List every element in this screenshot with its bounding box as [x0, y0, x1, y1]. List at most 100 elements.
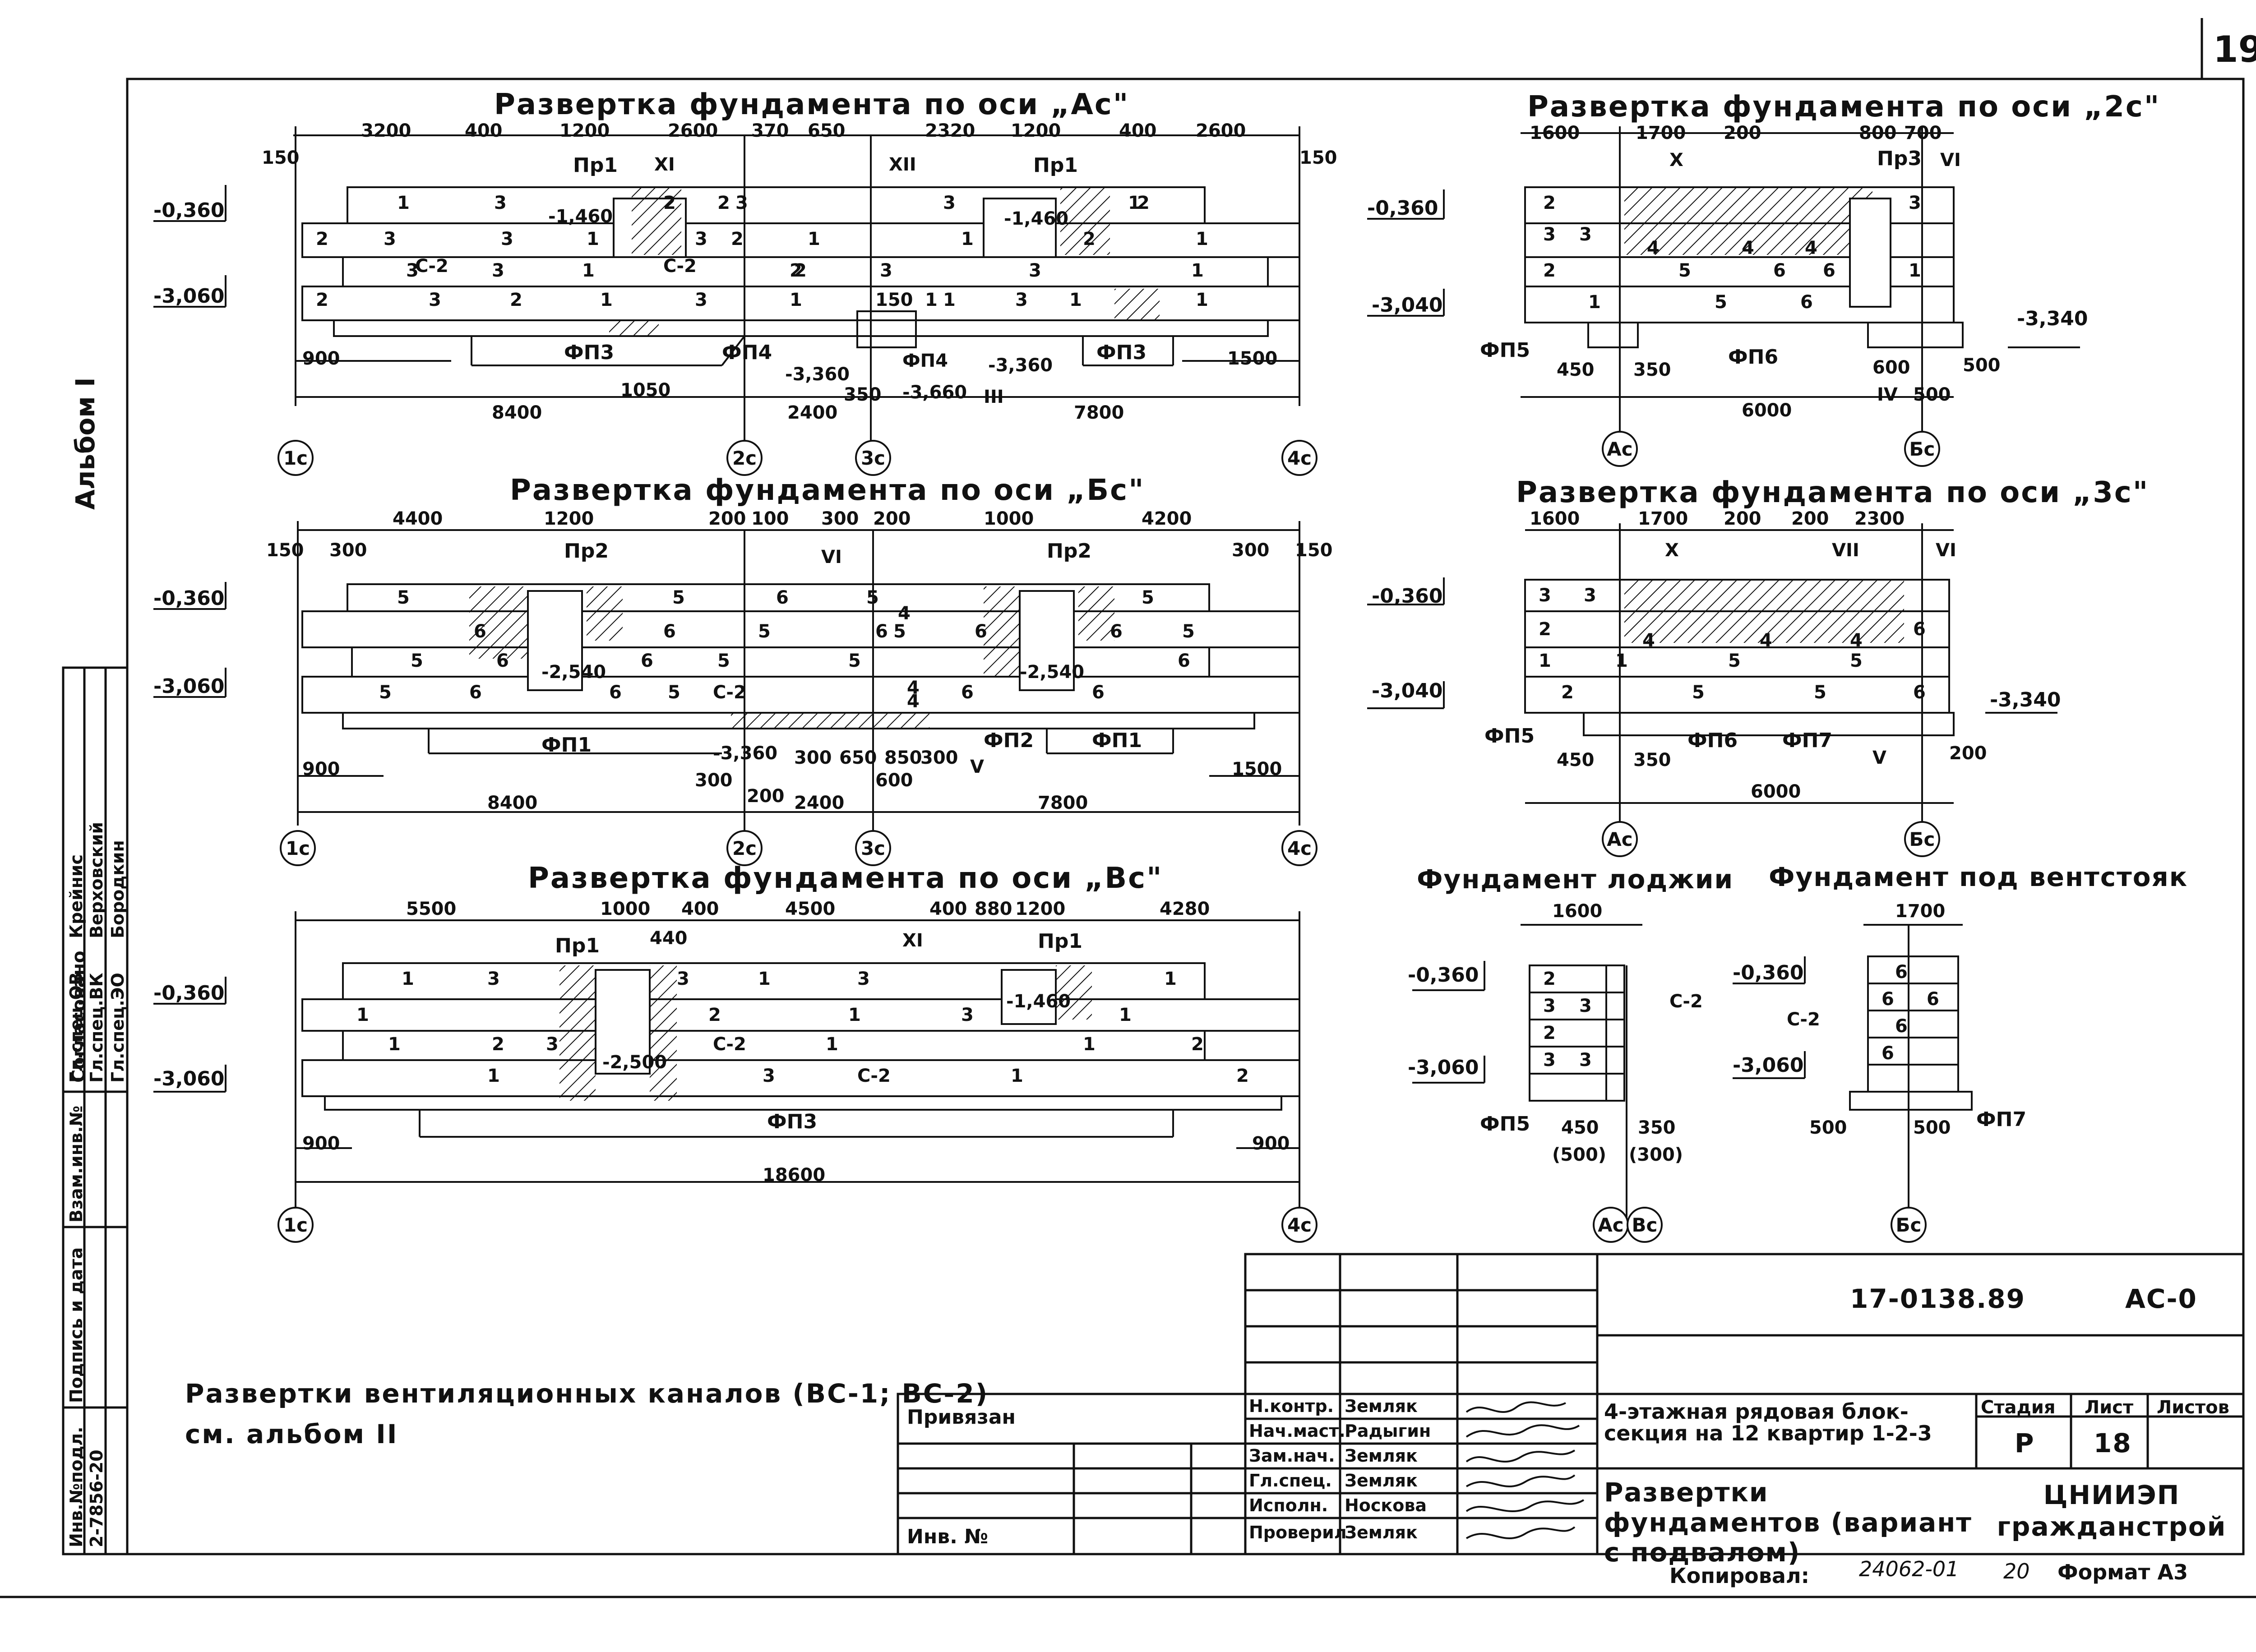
2c-block: 3: [1543, 224, 1556, 245]
ac-block: 3: [494, 193, 507, 213]
loggia-dim: 1600: [1552, 901, 1603, 922]
ac-block: 1: [1128, 193, 1141, 213]
2c-dim: 1600: [1530, 123, 1580, 143]
bc-block: 5: [717, 651, 730, 671]
vc-marker-xi: XI: [902, 930, 923, 951]
ac-bottom-dim-350: 350: [844, 384, 882, 405]
vc-block: 3: [546, 1034, 559, 1055]
bc-block: 5: [866, 587, 879, 608]
vc-block: 1: [848, 1005, 861, 1025]
3c-level: -0,360: [1372, 585, 1443, 608]
3c-block: 3: [1539, 585, 1551, 606]
ac-dim-370: 370: [751, 120, 789, 141]
vc-block: 1: [1164, 969, 1177, 989]
vc-block-c2: С-2: [857, 1066, 891, 1086]
3c-dim: 1700: [1638, 508, 1688, 529]
strip-inv-value: 2-7856-20: [87, 1449, 106, 1547]
organization: ЦНИИЭП гражданстрой: [1997, 1480, 2227, 1542]
vc-block: 2: [492, 1034, 504, 1055]
2c-level: -3,340: [2017, 307, 2088, 330]
loggia-block: 3: [1579, 996, 1592, 1016]
ac-block: 2: [794, 260, 807, 281]
loggia-level: -3,060: [1408, 1056, 1479, 1079]
tied-label: Привязан: [907, 1406, 1016, 1429]
vc-block: 3: [677, 969, 689, 989]
2c-block: 1: [1909, 260, 1921, 281]
2c-block: 4: [1805, 238, 1817, 258]
bc-dim: 200: [708, 508, 746, 529]
3c-footing: ФП7: [1782, 729, 1833, 752]
order-number: 24062-01: [1859, 1557, 1959, 1581]
3c-marker: V: [1872, 748, 1886, 768]
bc-edge-dim: 150: [1295, 540, 1333, 561]
ac-block: 3: [406, 260, 419, 281]
bc-axis-1c: 1с: [280, 830, 316, 866]
role-label: Исполн.: [1249, 1495, 1328, 1515]
vc-footing: ФП3: [767, 1110, 818, 1133]
3c-axis-bc: Бс: [1904, 821, 1940, 857]
bc-axis-3c: 3с: [855, 830, 891, 866]
ac-level-bottom: -3,060: [153, 285, 225, 308]
bc-block: 6: [975, 621, 987, 642]
bc-bottom-dim: 1500: [1232, 759, 1282, 780]
vc-block: 3: [487, 969, 500, 989]
2c-opening: Пр3: [1877, 147, 1922, 170]
section-vc-title: Развертка фундамента по оси „Вс": [528, 862, 1163, 895]
ac-block: 1: [1069, 290, 1082, 310]
bc-bottom-dim: 300: [920, 748, 958, 768]
bc-marker-v: V: [970, 757, 984, 777]
2c-block: 5: [1715, 292, 1727, 313]
ac-block: 3: [943, 193, 956, 213]
vc-block: 2: [1236, 1066, 1249, 1086]
ac-footing-fp3b: ФП3: [1096, 341, 1147, 364]
bc-footing: ФП1: [1092, 729, 1142, 752]
strip-header-sign: Подпись и дата: [66, 1247, 86, 1403]
bc-bottom-dim: 300: [695, 770, 733, 791]
loggia-bottom-dim: 450: [1561, 1117, 1599, 1138]
vc-block: 1: [1011, 1066, 1023, 1086]
bc-block: 5: [1182, 621, 1195, 642]
loggia-block: 3: [1579, 1050, 1592, 1071]
bc-block: 4: [898, 603, 911, 624]
bc-edge-dim: 300: [329, 540, 367, 561]
section-bc-title: Развертка фундамента по оси „Бс": [510, 474, 1145, 507]
strip-role: Гл.спец.ВК: [87, 973, 106, 1083]
bc-inner-level: -2,540: [541, 662, 606, 683]
vc-total: 18600: [763, 1165, 826, 1186]
3c-block: 3: [1584, 585, 1596, 606]
vc-block: 1: [758, 969, 771, 989]
vc-dim: 400: [929, 899, 967, 919]
ac-block-150: 150: [875, 290, 913, 310]
vent-bottom-dim: 500: [1809, 1117, 1847, 1138]
ac-axis-2c: 2с: [726, 440, 763, 476]
bc-dim: 200: [873, 508, 911, 529]
bc-dim: 4200: [1142, 508, 1192, 529]
bc-bottom-dim: 650: [839, 748, 877, 768]
ac-dim-1200b: 1200: [1011, 120, 1061, 141]
bc-inner-level: -2,540: [1020, 662, 1085, 683]
vc-dim: 400: [681, 899, 719, 919]
loggia-axis-ac: Ас: [1593, 1207, 1629, 1243]
bc-block: 5: [1142, 587, 1154, 608]
bc-block: 6: [776, 587, 789, 608]
vc-bottom-dim: 900: [302, 1133, 340, 1154]
vc-axis-1c: 1с: [277, 1207, 314, 1243]
2c-marker: VI: [1940, 150, 1961, 171]
ac-block: 3: [735, 193, 748, 213]
section-2c-drawing: [1367, 126, 2080, 433]
3c-block: 5: [1728, 651, 1741, 671]
ac-dim-3200: 3200: [361, 120, 411, 141]
section-ac-title: Развертка фундамента по оси „Ас": [494, 88, 1130, 121]
bc-block: 5: [758, 621, 771, 642]
2c-dim: 800: [1859, 123, 1897, 143]
vent-level: -3,060: [1733, 1054, 1804, 1077]
3c-block: 5: [1850, 651, 1863, 671]
ac-total-8400: 8400: [492, 402, 542, 423]
bc-block: 5: [397, 587, 410, 608]
bc-block: 6: [469, 682, 482, 703]
2c-bottom-dim: 350: [1633, 360, 1671, 380]
ac-block: 2: [663, 193, 676, 213]
3c-bottom-dim: 200: [1949, 743, 1987, 764]
2c-block: 6: [1800, 292, 1813, 313]
role-name: Радыгин: [1345, 1421, 1431, 1441]
